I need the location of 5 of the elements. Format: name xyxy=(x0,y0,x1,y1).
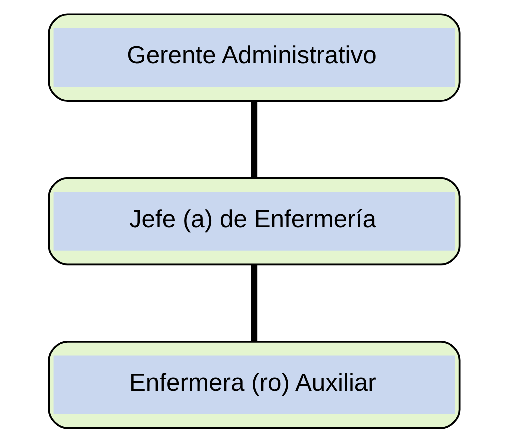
connector xyxy=(251,264,258,342)
connector xyxy=(251,101,258,178)
node-box: Enfermera (ro) Auxiliar xyxy=(48,340,461,430)
node-box: Gerente Administrativo xyxy=(48,14,461,102)
node-box: Jefe (a) de Enfermería xyxy=(48,177,461,266)
